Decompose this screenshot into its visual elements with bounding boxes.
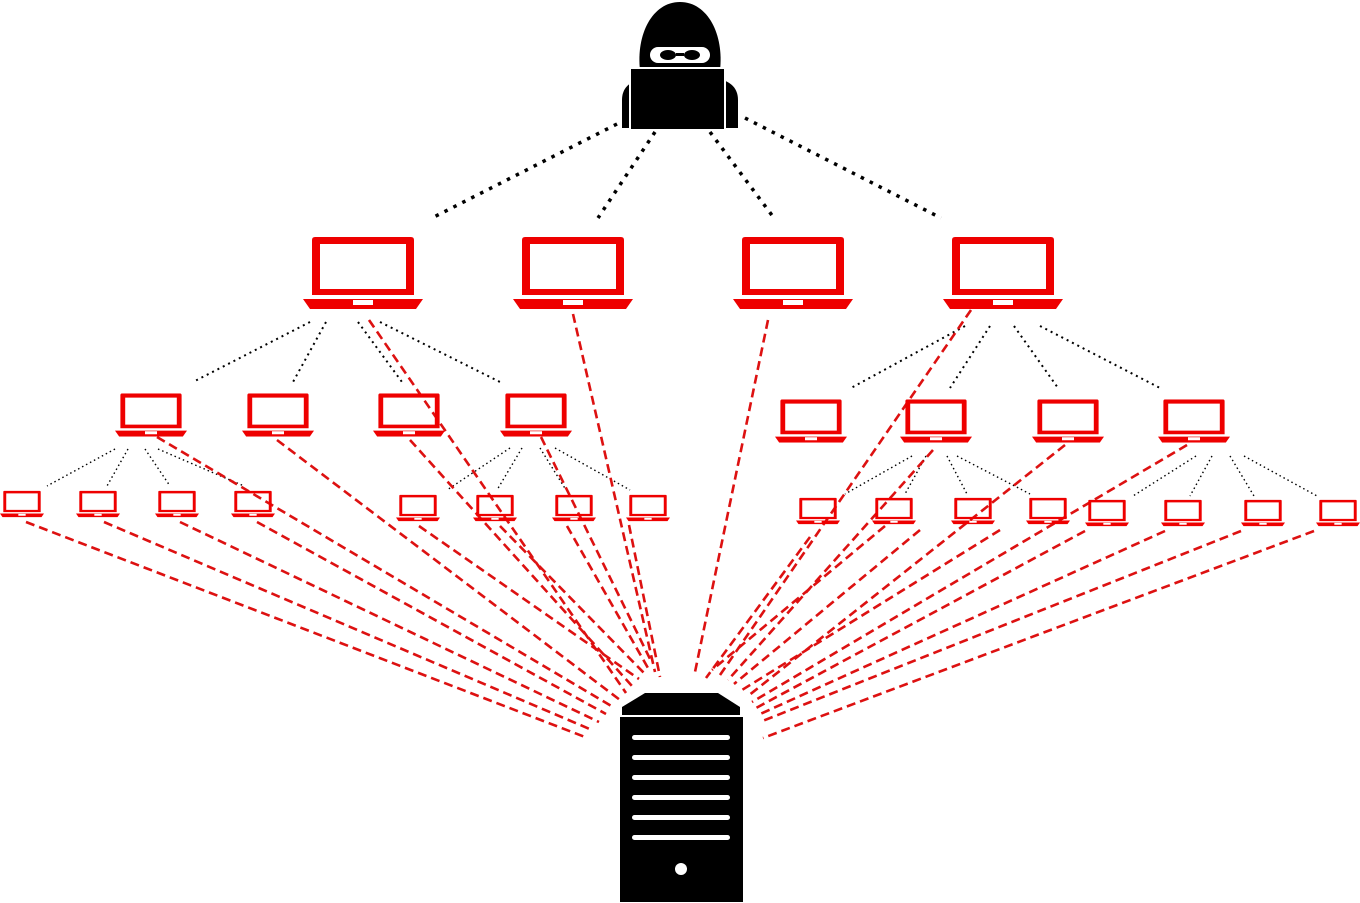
command-link — [844, 455, 913, 495]
attack-link — [727, 449, 934, 681]
command-link — [946, 455, 968, 495]
sub-agent-laptop-icon — [1316, 499, 1360, 527]
sub-agent-laptop-icon — [1241, 499, 1285, 527]
command-link — [431, 122, 618, 220]
sub-agent-laptop-icon — [76, 490, 120, 518]
command-link — [1039, 325, 1161, 389]
command-link — [850, 325, 966, 389]
attack-link — [762, 529, 1315, 740]
command-link — [379, 321, 501, 383]
attack-link — [409, 439, 633, 687]
command-link — [949, 325, 991, 389]
attack-link — [539, 436, 654, 664]
sub-agent-laptop-icon — [1161, 499, 1205, 527]
sub-agent-laptop-icon — [1085, 499, 1129, 527]
command-link — [446, 447, 511, 491]
server-slot — [632, 795, 730, 800]
sub-agent-laptop-icon — [1026, 497, 1070, 525]
attack-link — [733, 528, 921, 686]
attack-link — [704, 536, 812, 679]
server-slot — [632, 755, 730, 760]
command-link — [1013, 325, 1059, 389]
command-link — [1229, 455, 1255, 497]
sub-agent-laptop-icon — [626, 494, 670, 522]
agent-laptop-icon — [500, 393, 572, 437]
sub-agent-laptop-icon — [155, 490, 199, 518]
attack-link — [156, 435, 614, 709]
attack-link — [747, 443, 1066, 698]
sub-agent-laptop-icon — [396, 494, 440, 522]
attack-link — [179, 520, 600, 724]
command-link — [357, 321, 403, 383]
command-link — [554, 447, 631, 491]
sub-agent-laptop-icon — [0, 490, 44, 518]
command-link — [956, 455, 1031, 495]
command-link — [292, 321, 327, 383]
agent-laptop-icon — [1158, 399, 1230, 443]
command-link — [144, 448, 171, 487]
attack-link — [565, 525, 650, 669]
handler-laptop-icon — [733, 237, 853, 309]
sub-agent-laptop-icon — [872, 497, 916, 525]
server-tower-icon — [620, 693, 743, 902]
attack-link — [718, 309, 973, 676]
agent-laptop-icon — [775, 399, 847, 443]
command-link — [904, 455, 927, 495]
attack-link — [741, 528, 1001, 692]
attack-link — [103, 520, 593, 732]
attack-link — [571, 313, 657, 673]
server-slot — [632, 735, 730, 740]
attack-link — [418, 524, 640, 681]
attack-link — [499, 525, 645, 674]
attack-link — [693, 319, 770, 673]
attack-link — [276, 438, 621, 702]
command-link — [1132, 455, 1197, 497]
attack-link — [367, 319, 628, 694]
command-link — [496, 447, 523, 491]
agent-laptop-icon — [115, 393, 187, 437]
agent-laptop-icon — [242, 393, 314, 437]
server-slot — [632, 775, 730, 780]
sub-agent-laptop-icon — [951, 497, 995, 525]
server-slot — [632, 835, 730, 840]
server-slot — [632, 815, 730, 820]
attack-link — [759, 529, 1242, 724]
command-link — [1189, 455, 1213, 497]
attack-link — [627, 524, 662, 678]
hooded-hacker-icon — [622, 2, 738, 131]
handler-laptop-icon — [513, 237, 633, 309]
command-link — [539, 447, 567, 491]
network-nodes — [0, 237, 1360, 527]
agent-laptop-icon — [900, 399, 972, 443]
command-link — [46, 448, 116, 487]
command-link — [744, 116, 942, 220]
command-link — [1243, 455, 1318, 497]
attack-link — [25, 520, 586, 739]
handler-laptop-icon — [943, 237, 1063, 309]
attack-link — [755, 529, 1086, 710]
attack-link — [256, 520, 607, 716]
attacker-node — [622, 2, 738, 131]
connection-links — [25, 116, 1318, 740]
sub-agent-laptop-icon — [552, 494, 596, 522]
agent-laptop-icon — [1032, 399, 1104, 443]
attack-link — [751, 443, 1188, 704]
command-link — [106, 448, 129, 487]
command-link — [708, 130, 776, 220]
command-link — [192, 321, 311, 383]
target-server-node — [620, 693, 743, 902]
attack-link — [757, 529, 1166, 717]
handler-laptop-icon — [303, 237, 423, 309]
command-link — [596, 131, 657, 219]
